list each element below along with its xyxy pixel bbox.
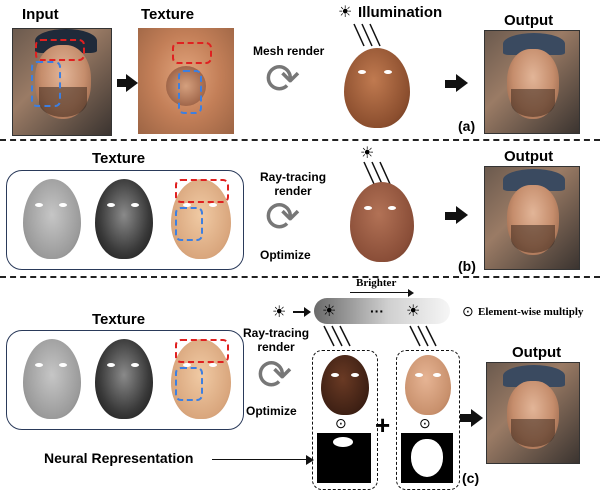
plus-symbol: + (375, 410, 391, 440)
arrow-shaft (460, 414, 472, 422)
row-separator (0, 276, 600, 278)
panel-tag-c: (c) (462, 470, 480, 486)
output-photo-a (484, 30, 580, 134)
output-photo-c (486, 362, 580, 464)
texture-unwrap (138, 28, 234, 134)
texture-label: Texture (141, 6, 195, 23)
arrow-shaft (445, 80, 457, 88)
bright-column: ⊙ (396, 350, 460, 490)
arrow-shaft (293, 311, 305, 313)
row-separator (0, 139, 600, 141)
output-label-c: Output (512, 344, 562, 361)
neural-representation-label: Neural Representation (44, 450, 194, 466)
element-wise-symbol: ⊙ (462, 303, 474, 319)
light-rays (409, 325, 437, 347)
brighter-arrow (350, 292, 410, 293)
brightness-bar (314, 298, 450, 324)
sun-icon: ☀ (406, 303, 421, 320)
light-rays (363, 161, 391, 185)
bright-mask (401, 433, 453, 483)
mesh-render-label: Mesh render (253, 44, 325, 58)
sun-icon: ☀ (272, 304, 287, 321)
arrow-right-icon (126, 74, 138, 92)
ellipsis-label: ··· (370, 303, 384, 319)
arrow-right-icon (304, 307, 311, 317)
multiply-symbol: ⊙ (335, 415, 347, 431)
albedo-map (23, 339, 81, 419)
arrow-right-icon (408, 289, 414, 297)
brighter-label: Brighter (356, 277, 397, 289)
bright-render (405, 355, 451, 415)
panel-tag-b: (b) (458, 258, 476, 274)
arrow-right-icon (471, 409, 483, 427)
input-label: Input (22, 6, 59, 23)
output-label-b: Output (504, 148, 554, 165)
element-wise-label: Element-wise multiply (478, 306, 584, 318)
dark-render (321, 355, 369, 415)
multiply-symbol: ⊙ (419, 415, 431, 431)
cycle-icon: ⟳ (257, 351, 293, 398)
arrow-shaft (117, 79, 127, 87)
sun-icon: ☀ (338, 4, 353, 21)
mesh-face (344, 48, 410, 128)
illumination-label: Illumination (358, 4, 443, 21)
sun-icon: ☀ (322, 303, 337, 320)
arrow-right-icon (456, 206, 468, 224)
dark-column: ⊙ (312, 350, 378, 490)
normal-map (95, 339, 153, 419)
dark-mask (317, 433, 371, 483)
texture-panel-b (6, 170, 244, 270)
texture-label-c: Texture (92, 311, 146, 328)
light-rays (323, 325, 351, 347)
cycle-icon: ⟳ (265, 193, 301, 240)
cycle-icon: ⟳ (265, 55, 301, 102)
albedo-map (23, 179, 81, 259)
input-photo (12, 28, 112, 136)
output-photo-b (484, 166, 580, 270)
optimize-label-b: Optimize (260, 248, 311, 262)
normal-map (95, 179, 153, 259)
rendered-face-b (350, 182, 414, 262)
optimize-label-c: Optimize (246, 404, 297, 418)
arrow-right-icon (306, 455, 314, 465)
pointer-line (212, 459, 312, 460)
arrow-right-icon (456, 74, 468, 92)
texture-panel-c (6, 330, 244, 430)
texture-label-b: Texture (92, 150, 146, 167)
light-rays (353, 23, 381, 47)
arrow-shaft (445, 212, 457, 220)
sun-icon: ☀ (360, 145, 375, 162)
output-label: Output (504, 12, 554, 29)
panel-tag-a: (a) (458, 118, 476, 134)
